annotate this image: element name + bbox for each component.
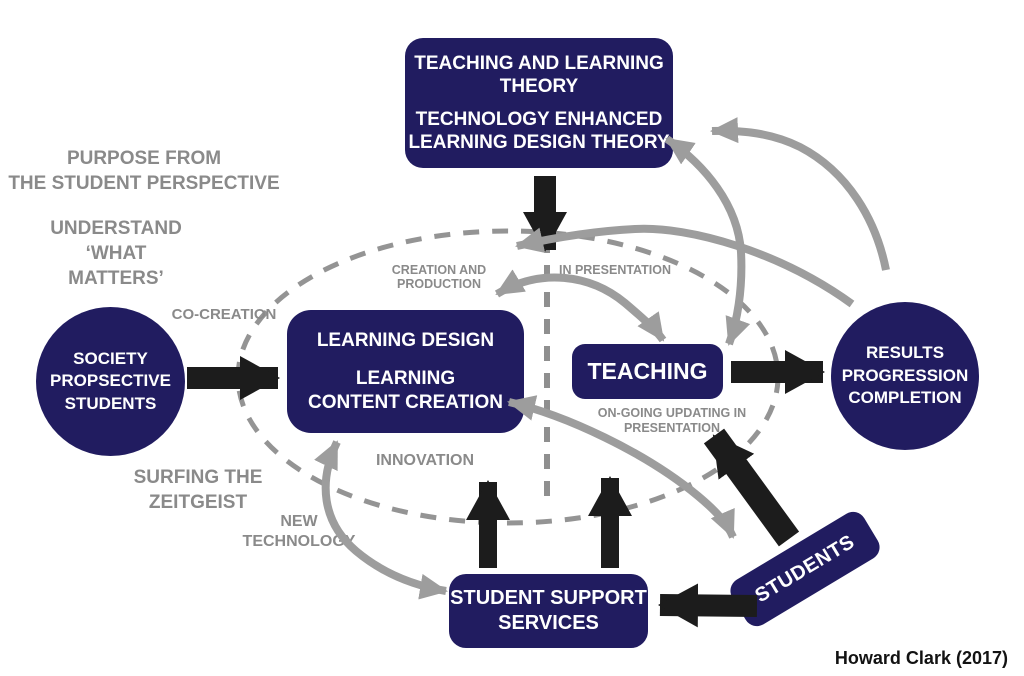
node-society-prospective-students: SOCIETY PROPSECTIVE STUDENTS — [36, 307, 185, 456]
arrow-students-to-student-support — [658, 583, 758, 628]
teaching-label: TEACHING — [587, 358, 708, 384]
node-learning-design: LEARNING DESIGN LEARNING CONTENT CREATIO… — [287, 310, 524, 433]
node-teaching-learning-theory: TEACHING AND LEARNING THEORY TECHNOLOGY … — [405, 38, 673, 168]
arrow-theory-teaching-exchange — [664, 135, 751, 346]
arrow-content-students-updating — [507, 395, 737, 539]
node-results-progression-completion: RESULTS PROGRESSION COMPLETION — [831, 302, 979, 450]
credit-text: Howard Clark (2017) — [834, 648, 1008, 668]
node-student-support-services: STUDENT SUPPORT SERVICES — [449, 574, 648, 648]
arrow-new-technology-exchange — [314, 440, 448, 600]
theory-subtitle: TECHNOLOGY ENHANCED LEARNING DESIGN THEO… — [408, 108, 670, 153]
arrow-learning-design-teaching-iteration — [494, 269, 667, 343]
label-co-creation: CO-CREATION — [171, 306, 277, 323]
learning-design-title: LEARNING DESIGN — [316, 330, 495, 352]
student-support-label: STUDENT SUPPORT SERVICES — [450, 587, 647, 634]
label-understand-what-matters: UNDERSTAND ‘WHAT MATTERS’ — [50, 218, 182, 290]
arrow-results-to-theory-feedback — [710, 117, 890, 271]
label-purpose-from-student-perspective: PURPOSE FROM THE STUDENT PERSPECTIVE — [8, 148, 280, 195]
theory-title: TEACHING AND LEARNING THEORY — [414, 53, 664, 98]
node-teaching: TEACHING — [572, 344, 723, 399]
learning-design-subtitle: LEARNING CONTENT CREATION — [308, 368, 503, 413]
label-surfing-the-zeitgeist: SURFING THE ZEITGEIST — [133, 467, 263, 513]
results-label: RESULTS PROGRESSION COMPLETION — [841, 343, 969, 408]
label-creation-and-production: CREATION AND PRODUCTION — [391, 263, 487, 291]
arrow-results-to-process-feedback — [515, 224, 855, 308]
society-label: SOCIETY PROPSECTIVE STUDENTS — [50, 348, 171, 413]
